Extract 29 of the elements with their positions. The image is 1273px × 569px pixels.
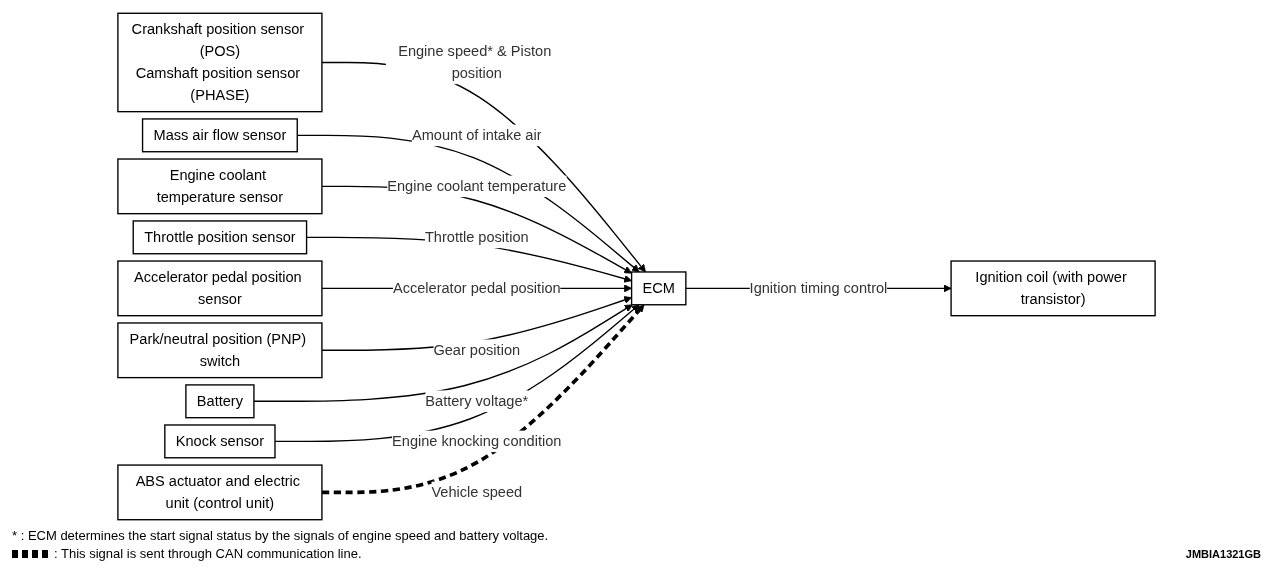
edge-label: Battery voltage* bbox=[425, 393, 529, 409]
legend-text: : This signal is sent through CAN communication line. bbox=[54, 545, 362, 563]
edge-label: Accelerator pedal position bbox=[392, 280, 561, 296]
edge-label: Engine speed* & Piston position bbox=[398, 43, 552, 81]
edge-label: Throttle position bbox=[424, 229, 529, 245]
edge-label: Ignition timing control bbox=[749, 280, 888, 296]
node-box: Throttle position sensor bbox=[132, 220, 308, 255]
edge-label: Gear position bbox=[433, 342, 521, 358]
node-box: Crankshaft position sensor (POS) Camshaft position sensor (PHASE) bbox=[117, 12, 323, 113]
arrow bbox=[321, 61, 646, 273]
node-box: ECM bbox=[630, 271, 687, 306]
node-box: Mass air flow sensor bbox=[141, 118, 298, 153]
arrow bbox=[253, 304, 633, 402]
edge-label: Engine coolant temperature bbox=[387, 178, 567, 194]
arrow bbox=[321, 185, 632, 274]
node-box: Knock sensor bbox=[164, 424, 276, 459]
arrow bbox=[274, 304, 640, 443]
node-box: ABS actuator and electric unit (control unit) bbox=[117, 464, 323, 521]
node-box: Ignition coil (with power transistor) bbox=[950, 260, 1156, 317]
node-box: Accelerator pedal position sensor bbox=[117, 260, 323, 317]
node-box: Park/neutral position (PNP) switch bbox=[117, 322, 323, 379]
edge-label: Vehicle speed bbox=[431, 484, 523, 500]
note-text: * : ECM determines the start signal status by the signals of engine speed and battery voltage. bbox=[12, 527, 550, 545]
edge-label: Amount of intake air bbox=[411, 127, 542, 143]
node-box: Engine coolant temperature sensor bbox=[117, 158, 323, 215]
arrow bbox=[321, 304, 645, 495]
node-box: Battery bbox=[185, 384, 255, 419]
edge-label: Engine knocking condition bbox=[392, 433, 562, 449]
figure-code: JMBIA1321GB bbox=[1185, 547, 1261, 562]
